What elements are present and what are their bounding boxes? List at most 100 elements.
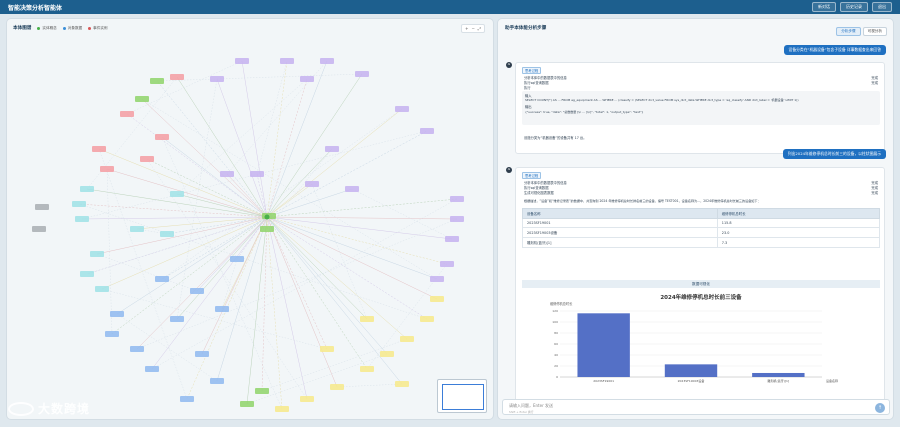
- graph-node[interactable]: [420, 316, 434, 322]
- chart-bar[interactable]: [577, 313, 630, 377]
- table-cell: 115.8: [716, 218, 881, 228]
- graph-node[interactable]: [325, 146, 339, 152]
- graph-node[interactable]: [130, 346, 144, 352]
- graph-edge: [261, 216, 268, 392]
- tab-visual-analysis[interactable]: 可视分析: [862, 27, 887, 36]
- graph-node[interactable]: [80, 271, 94, 277]
- legend-event-dot: [88, 26, 92, 30]
- graph-node[interactable]: [220, 171, 234, 177]
- graph-node[interactable]: [155, 134, 169, 140]
- graph-edge: [196, 216, 268, 292]
- graph-node[interactable]: [420, 128, 434, 134]
- graph-node[interactable]: [92, 146, 106, 152]
- graph-edge: [156, 73, 363, 82]
- new-chat-button[interactable]: 新对话: [812, 2, 836, 12]
- graph-node[interactable]: [95, 286, 109, 292]
- graph-node[interactable]: [395, 381, 409, 387]
- graph-node[interactable]: [235, 58, 249, 64]
- table-row: 2023SF19001 115.8: [522, 218, 881, 228]
- graph-node[interactable]: [320, 346, 334, 352]
- knowledge-graph[interactable]: [7, 19, 494, 420]
- thinking-tag[interactable]: 思考过程: [522, 172, 542, 179]
- graph-node[interactable]: [170, 316, 184, 322]
- step-line: 执行: [524, 86, 531, 90]
- graph-minimap[interactable]: [437, 379, 487, 413]
- graph-node[interactable]: [105, 331, 119, 337]
- graph-node[interactable]: [140, 156, 154, 162]
- chat-panel: 助手本体能分析步骤 分析步骤 可视分析 设备分类在“机器设备”包含子设备 详事数…: [497, 18, 894, 420]
- table-cell: 23.0: [716, 227, 881, 238]
- chart-bar[interactable]: [664, 364, 718, 377]
- logout-button[interactable]: 退出: [872, 2, 892, 12]
- chat-input[interactable]: 请输入问题，Enter 发送: [509, 403, 554, 408]
- graph-node[interactable]: [255, 388, 269, 394]
- graph-node[interactable]: [380, 351, 394, 357]
- graph-node[interactable]: [305, 181, 319, 187]
- graph-node[interactable]: [345, 186, 359, 192]
- tab-analysis-steps[interactable]: 分析步骤: [836, 27, 861, 36]
- graph-node[interactable]: [260, 226, 274, 232]
- legend-entity: 实体概念: [37, 26, 57, 31]
- graph-node[interactable]: [145, 366, 159, 372]
- graph-edge: [266, 216, 368, 320]
- graph-node[interactable]: [445, 236, 459, 242]
- graph-node[interactable]: [440, 261, 454, 267]
- graph-node[interactable]: [230, 256, 244, 262]
- thinking-tag[interactable]: 思考过程: [522, 67, 542, 74]
- history-button[interactable]: 历史记录: [840, 2, 868, 12]
- graph-node[interactable]: [35, 204, 49, 210]
- graph-node[interactable]: [450, 196, 464, 202]
- watermark-logo-icon: [8, 401, 34, 416]
- graph-hub-node[interactable]: [264, 214, 270, 220]
- graph-node[interactable]: [300, 396, 314, 402]
- graph-node[interactable]: [215, 306, 229, 312]
- graph-node[interactable]: [210, 378, 224, 384]
- graph-node[interactable]: [195, 351, 209, 357]
- graph-node[interactable]: [180, 396, 194, 402]
- graph-node[interactable]: [330, 384, 344, 390]
- zoom-in-icon[interactable]: +: [465, 26, 469, 31]
- graph-node[interactable]: [400, 336, 414, 342]
- minimap-viewport[interactable]: [442, 384, 484, 410]
- graph-node[interactable]: [170, 74, 184, 80]
- graph-node[interactable]: [240, 401, 254, 407]
- graph-edge: [86, 215, 270, 275]
- fit-view-icon[interactable]: ⤢: [477, 26, 481, 31]
- graph-node[interactable]: [360, 366, 374, 372]
- graph-edge: [256, 60, 288, 175]
- graph-edge: [136, 216, 268, 230]
- graph-node[interactable]: [100, 166, 114, 172]
- graph-node[interactable]: [150, 78, 164, 84]
- send-button[interactable]: ↑: [875, 403, 885, 413]
- graph-node[interactable]: [155, 276, 169, 282]
- graph-node[interactable]: [120, 111, 134, 117]
- graph-node[interactable]: [72, 201, 86, 207]
- graph-node[interactable]: [320, 58, 334, 64]
- graph-edge: [161, 216, 268, 280]
- graph-node[interactable]: [90, 251, 104, 257]
- graph-node[interactable]: [190, 288, 204, 294]
- graph-node[interactable]: [32, 226, 46, 232]
- graph-node[interactable]: [300, 76, 314, 82]
- graph-node[interactable]: [135, 96, 149, 102]
- graph-node[interactable]: [110, 311, 124, 317]
- graph-edge: [266, 216, 428, 320]
- graph-node[interactable]: [430, 296, 444, 302]
- graph-node[interactable]: [395, 106, 409, 112]
- graph-node[interactable]: [280, 58, 294, 64]
- graph-node[interactable]: [360, 316, 374, 322]
- graph-node[interactable]: [75, 216, 89, 222]
- graph-node[interactable]: [170, 191, 184, 197]
- graph-node[interactable]: [160, 231, 174, 237]
- graph-node[interactable]: [430, 276, 444, 282]
- graph-node[interactable]: [210, 76, 224, 82]
- graph-node[interactable]: [250, 171, 264, 177]
- graph-node[interactable]: [355, 71, 369, 77]
- graph-node[interactable]: [275, 406, 289, 412]
- chat-tabs: 分析步骤 可视分析: [836, 27, 887, 36]
- graph-node[interactable]: [80, 186, 94, 192]
- zoom-out-icon[interactable]: −: [471, 26, 475, 31]
- graph-node[interactable]: [450, 216, 464, 222]
- chart-bar[interactable]: [752, 372, 805, 377]
- graph-node[interactable]: [130, 226, 144, 232]
